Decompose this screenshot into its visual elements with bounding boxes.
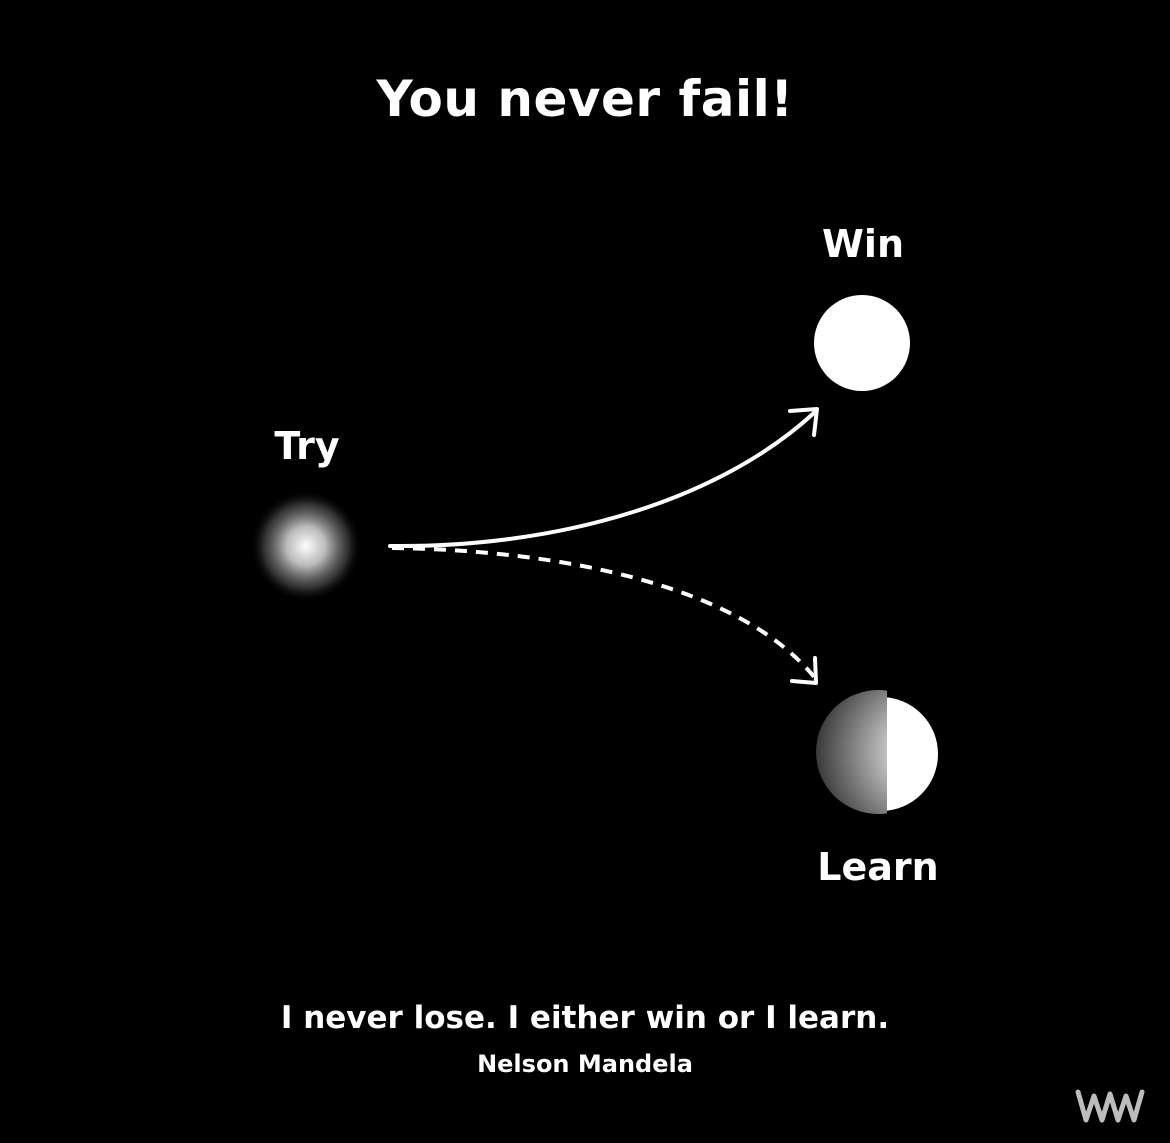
learn-label: Learn: [817, 845, 939, 889]
win-label: Win: [822, 222, 904, 266]
win-node: [814, 295, 910, 391]
wave-logo-icon: [1075, 1089, 1145, 1123]
arrowhead-win-icon: [788, 407, 819, 437]
quote-author: Nelson Mandela: [477, 1050, 693, 1078]
try-node: [250, 490, 362, 602]
learn-node: [816, 690, 938, 814]
arrowhead-learn-icon: [790, 656, 818, 685]
edge-try-learn: [391, 546, 817, 680]
quote-text: I never lose. I either win or I learn.: [280, 1000, 890, 1036]
edge-try-win: [388, 410, 817, 549]
page-title: You never fail!: [376, 70, 794, 128]
try-label: Try: [274, 424, 340, 468]
